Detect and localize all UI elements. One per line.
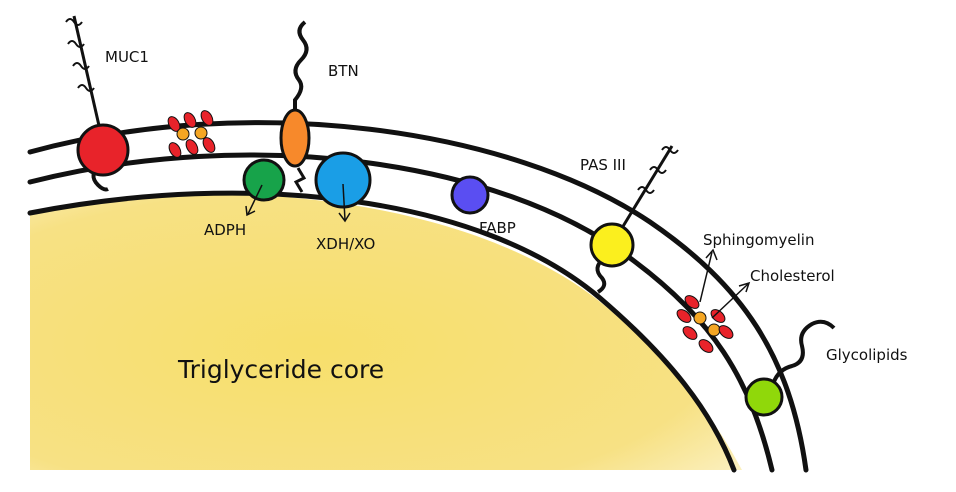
adph-protein <box>242 158 286 217</box>
label-triglyceride-core: Triglyceride core <box>177 355 384 384</box>
lipid-cluster-top <box>167 110 216 158</box>
xdh-xo-protein <box>314 151 372 223</box>
glycolipids-molecule <box>744 319 836 417</box>
btn-protein <box>279 20 311 193</box>
membrane-inner-line <box>27 190 737 473</box>
lipid-label-arrows <box>699 248 751 319</box>
membrane-layers <box>27 120 809 473</box>
label-adph: ADPH <box>204 221 246 239</box>
label-xdh-xo: XDH/XO <box>316 235 375 253</box>
label-cholesterol: Cholesterol <box>750 267 835 285</box>
label-pas-iii: PAS III <box>580 156 626 174</box>
label-fabp: FABP <box>479 219 516 237</box>
lipid-cluster-right <box>676 295 734 353</box>
fabp-protein <box>450 175 490 215</box>
label-muc1: MUC1 <box>105 48 149 66</box>
membrane-outer-line <box>27 120 809 473</box>
sphingomyelin-arrow <box>699 251 713 303</box>
triglyceride-core <box>30 194 742 471</box>
label-btn: BTN <box>328 62 359 80</box>
label-glycolipids: Glycolipids <box>826 346 908 364</box>
cholesterol-arrow <box>711 283 749 319</box>
label-sphingomyelin: Sphingomyelin <box>703 231 814 249</box>
membrane-middle-line <box>27 152 775 473</box>
muc1-protein <box>65 15 130 192</box>
pas-iii-protein <box>589 145 679 294</box>
